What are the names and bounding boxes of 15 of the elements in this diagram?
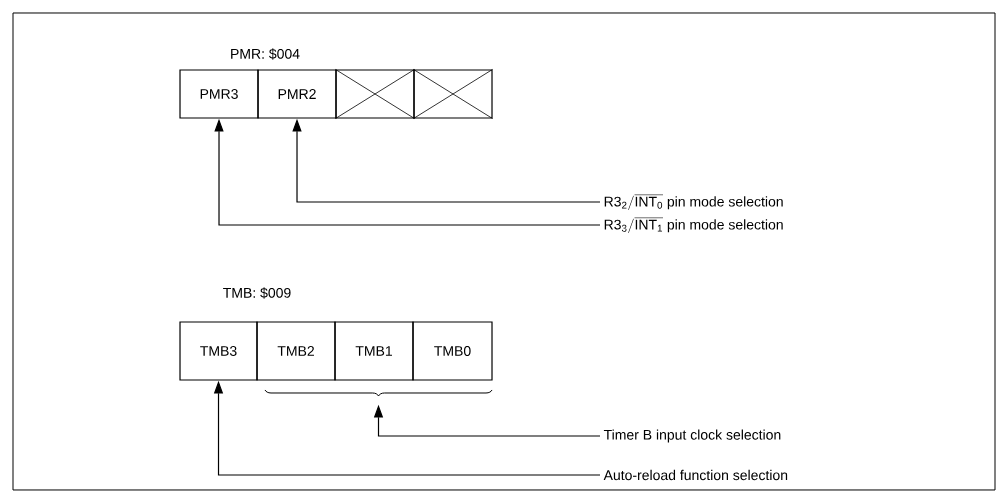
register-bit-box: TMB1 xyxy=(334,321,414,381)
description-text: $\text{R3}_{\text{3}}/\overline{\text{INT}_{\text{1}}}\text{ pin mode selection}$ xyxy=(604,217,783,234)
register-bit-box: PMR3 xyxy=(179,69,259,119)
description-text: Auto-reload function selection xyxy=(603,469,788,481)
register-bit-box: TMB3 xyxy=(179,321,258,381)
description-text: $\text{R3}_{\text{2}}/\overline{\text{INT}_{\text{0}}}\text{ pin mode selection}$ xyxy=(604,194,783,211)
register-bit-box: TMB2 xyxy=(256,321,336,381)
register-title: TMB: $009 xyxy=(223,287,291,299)
crossed-box xyxy=(413,69,493,119)
brace xyxy=(264,389,493,397)
register-bit-box: PMR2 xyxy=(257,69,337,119)
description-text: Timer B input clock selection xyxy=(603,429,781,443)
register-bit-box: TMB0 xyxy=(412,321,493,381)
crossed-box xyxy=(335,69,415,119)
register-title: PMR: $004 xyxy=(231,48,300,60)
